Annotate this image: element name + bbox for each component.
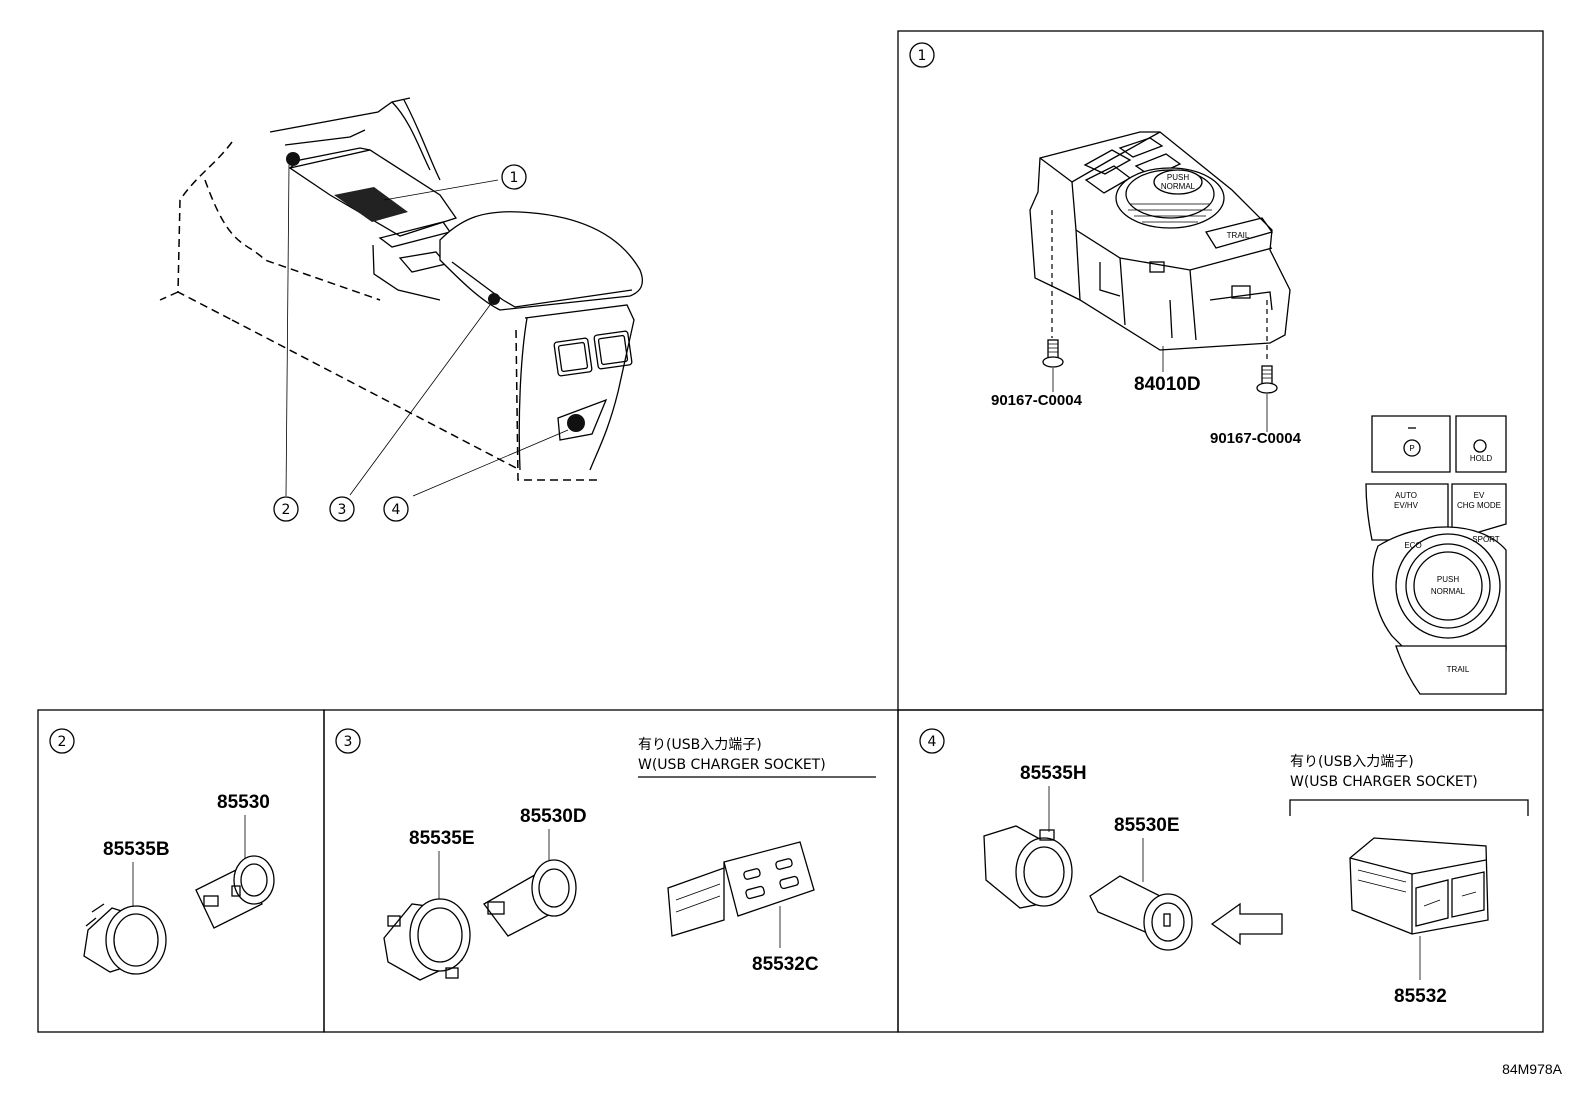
panel-4-note-jp: 有り(USB入力端子) — [1290, 754, 1414, 770]
switch-panel-shading — [334, 187, 408, 222]
panel-4: 4 有り(USB入力端子) W(USB CHARGER SOCKET) 8553… — [919, 728, 1529, 1007]
svg-text:SPORT: SPORT — [1472, 535, 1500, 544]
svg-text:CHG MODE: CHG MODE — [1457, 501, 1501, 510]
svg-text:ECO: ECO — [1404, 541, 1421, 550]
panel-3: 3 有り(USB入力端子) W(USB CHARGER SOCKET) 8553… — [335, 728, 876, 981]
switch-assembly-drawing: PUSH NORMAL TRAIL — [1029, 131, 1291, 360]
svg-text:NORMAL: NORMAL — [1431, 587, 1466, 596]
svg-text:2: 2 — [58, 734, 67, 750]
part-85535E: 85535E — [409, 828, 475, 849]
console-overview — [159, 97, 644, 497]
part-85530D: 85530D — [520, 806, 587, 827]
panel-frames — [37, 30, 1544, 1033]
location-dot-3 — [488, 293, 500, 305]
svg-text:EV: EV — [1474, 491, 1485, 500]
svg-text:EV/HV: EV/HV — [1394, 501, 1419, 510]
svg-text:PUSH: PUSH — [1437, 575, 1459, 584]
part-85530: 85530 — [217, 792, 270, 813]
svg-text:1: 1 — [918, 48, 927, 64]
switch-face-detail: P HOLD AUTO EV/HV EV CHG MODE PUSH NORMA… — [1365, 415, 1507, 695]
panel-3-note-en: W(USB CHARGER SOCKET) — [638, 757, 826, 773]
panel-1-callout: 1 — [909, 42, 935, 68]
part-screw-left: 90167-C0004 — [991, 392, 1083, 409]
svg-text:3: 3 — [338, 502, 347, 518]
panel-4-callout: 4 — [919, 728, 945, 754]
socket-85535H — [983, 825, 1073, 909]
panel-4-frame — [897, 709, 1544, 1033]
svg-text:AUTO: AUTO — [1395, 491, 1417, 500]
socket-85535E — [383, 898, 471, 981]
svg-text:P: P — [1409, 444, 1414, 453]
direction-arrow — [1210, 902, 1283, 946]
panel-2-callout: 2 — [49, 728, 75, 754]
panel-3-note-jp: 有り(USB入力端子) — [638, 737, 762, 753]
part-85535H: 85535H — [1020, 763, 1087, 784]
socket-85530E — [1089, 875, 1193, 951]
location-dot-2 — [286, 152, 300, 166]
part-84010D: 84010D — [1134, 374, 1201, 395]
svg-text:NORMAL: NORMAL — [1161, 182, 1196, 191]
svg-text:HOLD: HOLD — [1470, 454, 1492, 463]
panel-1: 1 PUSH NORMAL TRAIL — [909, 42, 1507, 695]
part-screw-right: 90167-C0004 — [1210, 430, 1302, 447]
svg-text:4: 4 — [392, 502, 401, 518]
svg-text:4: 4 — [928, 734, 937, 750]
panel-2: 2 85530 85535B — [49, 728, 275, 975]
socket-85530D — [483, 859, 577, 937]
socket-85530 — [195, 855, 275, 929]
panel-2-frame — [37, 709, 325, 1033]
svg-text:3: 3 — [344, 734, 353, 750]
callout-3-overview: 3 — [329, 496, 355, 522]
socket-85535B — [83, 903, 167, 975]
panel-3-callout: 3 — [335, 728, 361, 754]
location-dot-4 — [567, 414, 585, 432]
callout-2-overview: 2 — [273, 496, 299, 522]
usb-socket-85532C — [667, 841, 815, 937]
svg-text:1: 1 — [510, 170, 519, 186]
part-85535B: 85535B — [103, 839, 170, 860]
svg-text:TRAIL: TRAIL — [1447, 665, 1470, 674]
svg-text:PUSH: PUSH — [1167, 173, 1189, 182]
diagram-reference-code: 84M978A — [1502, 1061, 1563, 1077]
screw-left — [1042, 339, 1064, 392]
svg-text:2: 2 — [282, 502, 291, 518]
part-85530E: 85530E — [1114, 815, 1180, 836]
usb-socket-85532 — [1349, 837, 1489, 935]
part-85532: 85532 — [1394, 986, 1447, 1007]
svg-text:TRAIL: TRAIL — [1227, 231, 1250, 240]
part-85532C: 85532C — [752, 954, 819, 975]
callout-4-overview: 4 — [383, 496, 409, 522]
callout-1-overview: 1 — [501, 164, 527, 190]
screw-right — [1256, 365, 1278, 432]
panel-4-note-en: W(USB CHARGER SOCKET) — [1290, 774, 1478, 790]
